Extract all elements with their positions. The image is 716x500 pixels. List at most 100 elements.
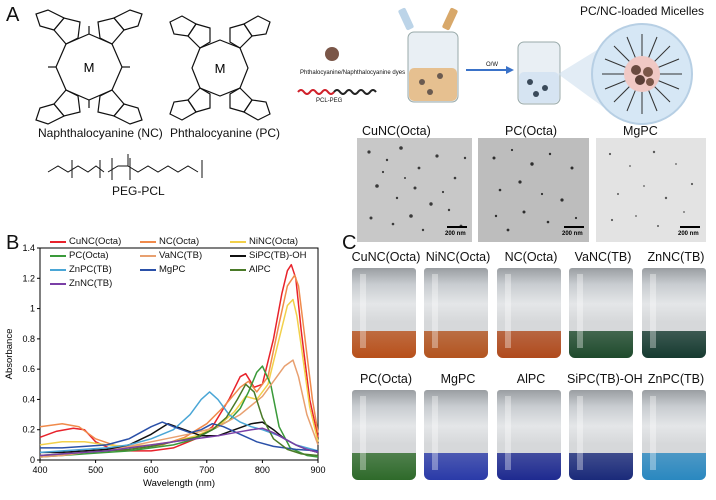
legend-item: NiNC(Octa) — [230, 236, 298, 247]
x-tick-label: 400 — [32, 465, 47, 475]
tem-particles-2 — [492, 148, 578, 232]
vial-highlight — [360, 274, 366, 348]
legend-swatch — [140, 240, 156, 243]
nc-metal-symbol: M — [84, 60, 95, 75]
tem-label-2: PC(Octa) — [505, 124, 558, 138]
series-line-nc-octa- — [39, 274, 319, 449]
vial-highlight — [432, 274, 438, 348]
scale-text-1: 200 nm — [445, 231, 466, 237]
vial-caption: AlPC — [516, 372, 546, 386]
x-tick-label: 800 — [255, 465, 270, 475]
polymer-label: PCL-PEG — [316, 98, 343, 104]
legend-label: NC(Octa) — [159, 236, 200, 247]
panel-letter-c: C — [342, 232, 357, 254]
vial-liquid — [424, 331, 488, 358]
legend-swatch — [140, 268, 156, 271]
y-tick-label: 0 — [30, 455, 35, 465]
legend-label: SiPC(TB)-OH — [249, 250, 307, 261]
legend-swatch — [50, 240, 66, 243]
vial-caption: NC(Octa) — [504, 250, 558, 264]
vial-caption: ZnPC(TB) — [647, 372, 705, 386]
vial-highlight — [360, 396, 366, 470]
legend-swatch — [230, 268, 246, 271]
vial-photo — [569, 390, 633, 480]
tem-particles-3 — [608, 150, 694, 227]
nc-label: Naphthalocyanine (NC) — [38, 126, 163, 140]
legend-label: PC(Octa) — [69, 250, 109, 261]
vial-caption: VaNC(TB) — [574, 250, 632, 264]
vial-highlight — [650, 274, 656, 348]
series-line-ninc-octa- — [39, 298, 319, 448]
vial-highlight — [505, 396, 511, 470]
legend-label: NiNC(Octa) — [249, 236, 299, 247]
vial-highlight — [577, 274, 583, 348]
x-axis-label: Wavelength (nm) — [143, 478, 215, 489]
legend-label: ZnPC(TB) — [69, 264, 112, 275]
vial-highlight — [432, 396, 438, 470]
y-axis-label: Absorbance — [4, 329, 15, 380]
vial-photo — [569, 268, 633, 358]
x-tick-label: 900 — [310, 465, 325, 475]
process-label: O/W — [486, 62, 498, 68]
vial-highlight — [577, 396, 583, 470]
vial-photo — [497, 268, 561, 358]
legend-item: ZnNC(TB) — [50, 278, 112, 289]
tem-image-1: 200 nm — [357, 138, 472, 242]
vial-caption: NiNC(Octa) — [425, 250, 491, 264]
vial-liquid — [569, 331, 633, 358]
vial-liquid — [352, 453, 416, 480]
vial-liquid — [497, 453, 561, 480]
tem-image-2: 200 nm — [478, 138, 589, 242]
legend-label: CuNC(Octa) — [69, 236, 122, 247]
vial-caption: MgPC — [440, 372, 476, 386]
x-tick-label: 500 — [88, 465, 103, 475]
legend-item: AlPC — [230, 264, 271, 275]
legend-swatch — [50, 254, 66, 257]
dye-ball-icon — [325, 47, 339, 61]
legend-label: VaNC(TB) — [159, 250, 203, 261]
vial-photo — [352, 268, 416, 358]
pc-label: Phthalocyanine (PC) — [170, 126, 281, 140]
vial-photo — [424, 268, 488, 358]
legend-item: NC(Octa) — [140, 236, 199, 247]
micelle-title: PC/NC-loaded Micelles — [580, 4, 705, 18]
series-line-cunc-octa- — [39, 263, 319, 452]
vial-photo — [642, 390, 706, 480]
panel-letter-b: B — [6, 232, 20, 254]
legend-swatch — [50, 282, 66, 285]
tem-label-1: CuNC(Octa) — [362, 124, 431, 138]
y-tick-label: 1.4 — [22, 243, 35, 253]
legend-item: MgPC — [140, 264, 185, 275]
vial-liquid — [497, 331, 561, 358]
legend-item: SiPC(TB)-OH — [230, 250, 307, 261]
dye-label: Phthalocyanine/Naphthalocyanine dyes — [300, 70, 406, 76]
vial-caption: ZnNC(TB) — [647, 250, 705, 264]
vial-liquid — [352, 331, 416, 358]
vial-highlight — [505, 274, 511, 348]
x-tick-label: 600 — [144, 465, 159, 475]
series-line-znnc-tb- — [39, 427, 319, 457]
scale-text-2: 200 nm — [562, 231, 583, 237]
peg-pcl-structure — [47, 154, 203, 180]
legend-label: AlPC — [249, 264, 271, 275]
naphthalocyanine-structure: M — [35, 9, 143, 125]
scale-text-3: 200 nm — [678, 231, 699, 237]
vial-liquid — [569, 453, 633, 480]
tem-image-3: 200 nm — [596, 138, 706, 242]
y-tick-label: 0.8 — [22, 334, 35, 344]
legend-swatch — [140, 254, 156, 257]
vial-liquid — [642, 331, 706, 358]
series-line-pc-octa- — [39, 365, 319, 458]
plot-frame — [39, 247, 319, 461]
legend-label: ZnNC(TB) — [69, 278, 113, 289]
series-line-sipc-tb-oh — [40, 421, 319, 454]
y-tick-label: 0.2 — [22, 425, 35, 435]
legend-swatch — [230, 240, 246, 243]
x-tick-label: 700 — [199, 465, 214, 475]
legend-label: MgPC — [159, 264, 186, 275]
legend-swatch — [50, 268, 66, 271]
vial-caption: SiPC(TB)-OH — [567, 372, 643, 386]
tem-label-3: MgPC — [623, 124, 658, 138]
peg-pcl-label: PEG-PCL — [112, 184, 165, 198]
